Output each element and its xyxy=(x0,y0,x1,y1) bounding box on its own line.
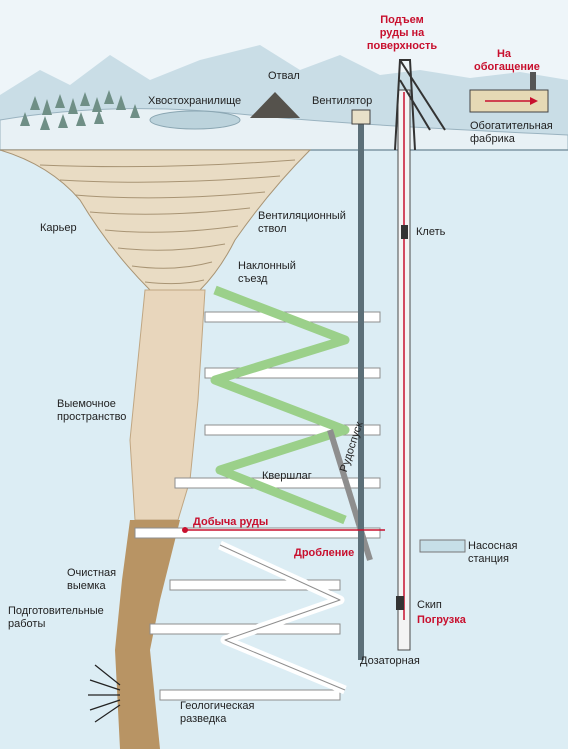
label-to-processing: На обогащение xyxy=(474,48,534,74)
label-cage: Клеть xyxy=(416,226,445,239)
label-dump: Отвал xyxy=(268,70,300,83)
cage xyxy=(401,225,408,239)
label-exploration: Геологическая разведка xyxy=(180,700,255,726)
vent-shaft xyxy=(358,120,364,660)
label-ore-mining: Добыча руды xyxy=(193,516,268,529)
skip xyxy=(396,596,404,610)
fan-house xyxy=(352,110,370,124)
label-quarry: Карьер xyxy=(40,222,77,235)
label-development: Подготовительные работы xyxy=(8,605,104,631)
label-ore-lift: Подъем руды на поверхность xyxy=(362,14,442,53)
tailings-pond xyxy=(150,111,240,129)
label-vent-shaft: Вентиляционный ствол xyxy=(258,210,346,236)
label-ramp: Наклонный съезд xyxy=(238,260,296,286)
plant-chimney xyxy=(530,72,536,90)
label-skip: Скип xyxy=(417,599,442,612)
label-fan: Вентилятор xyxy=(312,95,372,108)
label-stope-space: Выемочное пространство xyxy=(57,398,126,424)
label-processing-plant: Обогатительная фабрика xyxy=(470,120,553,146)
ore-flow-start xyxy=(182,527,188,533)
label-tailings: Хвостохранилище xyxy=(148,95,241,108)
label-dosing: Дозаторная xyxy=(360,655,420,668)
label-crosscut: Квершлаг xyxy=(262,470,312,483)
label-stoping: Очистная выемка xyxy=(67,567,116,593)
pump-station xyxy=(420,540,465,552)
label-loading: Погрузка xyxy=(417,614,466,627)
label-crushing: Дробление xyxy=(294,547,354,560)
label-pump-station: Насосная станция xyxy=(468,540,517,566)
